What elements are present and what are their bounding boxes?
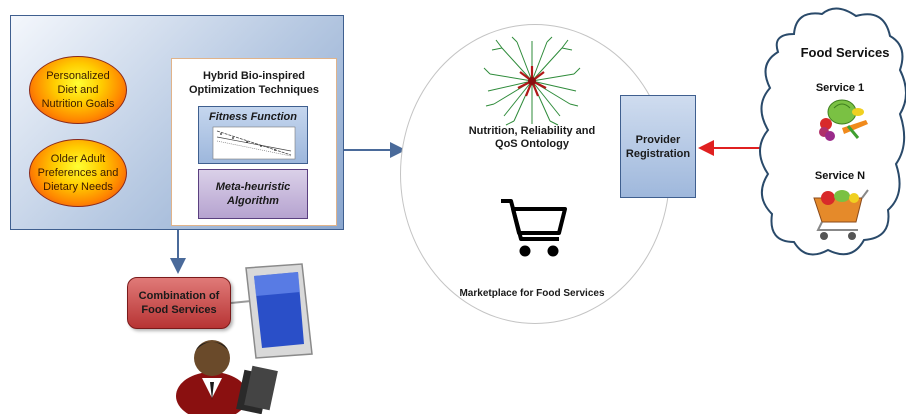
- vegetables-icon: [819, 99, 868, 141]
- ontology-label: Nutrition, Reliability and QoS Ontology: [468, 125, 596, 150]
- hybrid-title: Hybrid Bio-inspired Optimization Techniq…: [189, 70, 319, 96]
- shopping-cart-icon: [501, 199, 567, 257]
- grocery-cart-icon: [813, 189, 869, 240]
- food-services-cloud: [759, 7, 906, 256]
- combination-box: Combination of Food Services: [127, 277, 231, 329]
- fitness-function-box: Fitness Function: [198, 106, 308, 164]
- fitness-plot-icon: [212, 126, 296, 160]
- meta-heuristic-box: Meta-heuristic Algorithm: [198, 169, 308, 219]
- hybrid-techniques-box: Hybrid Bio-inspired Optimization Techniq…: [171, 58, 337, 226]
- meta-heuristic-label: Meta-heuristic Algorithm: [215, 181, 291, 207]
- ontology-tree-icon: [483, 36, 581, 126]
- combination-label: Combination of Food Services: [138, 290, 220, 316]
- diet-goals-oval: Personalized Diet and Nutrition Goals: [29, 56, 127, 124]
- marketplace-label: Marketplace for Food Services: [459, 288, 605, 299]
- user-avatar-icon: [176, 340, 278, 414]
- provider-registration-box: Provider Registration: [620, 95, 696, 198]
- provider-registration-label: Provider Registration: [625, 133, 691, 160]
- optimization-panel: Personalized Diet and Nutrition Goals Ol…: [10, 15, 344, 230]
- monitor-icon: [245, 263, 313, 359]
- fitness-function-label: Fitness Function: [209, 111, 297, 123]
- preferences-oval: Older Adult Preferences and Dietary Need…: [29, 139, 127, 207]
- service-1-label: Service 1: [815, 82, 865, 94]
- preferences-label: Older Adult Preferences and Dietary Need…: [37, 153, 119, 193]
- diet-goals-label: Personalized Diet and Nutrition Goals: [41, 70, 115, 110]
- food-services-title: Food Services: [800, 45, 890, 60]
- service-n-label: Service N: [814, 170, 866, 182]
